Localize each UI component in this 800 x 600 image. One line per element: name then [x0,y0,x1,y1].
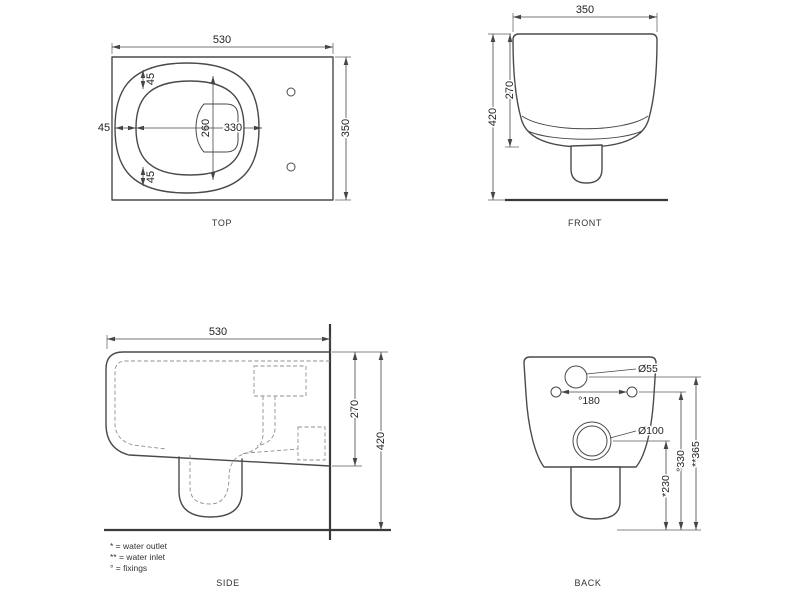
back-view-outlet-hole-outer [572,421,612,461]
dim-side-total-depth: 530 [106,325,331,349]
dim-top-inner-length: 330 [136,121,262,136]
dim-back-fixing-height: °330 [674,392,689,530]
dim-value: 45 [145,73,157,85]
dim-back-hole-small: Ø55 [585,362,660,377]
dim-side-bowl-height: 270 [332,351,388,467]
side-view-hidden-shell [114,360,330,450]
dim-value: 420 [487,108,499,126]
dim-top-total-width: 350 [335,56,354,201]
back-view: °180 Ø55 Ø100 *230 °330 **365 BACK [523,356,704,590]
back-view-body [523,356,657,468]
top-view: 530 350 45 45 45 260 330 TOP [96,33,354,230]
dim-value: 350 [340,119,352,137]
side-view-hidden-flush-channel-inner [256,396,276,447]
dim-value: °180 [578,395,600,407]
legend-water-inlet: ** = water inlet [110,552,166,562]
front-view-rim-curve-lower [527,130,643,140]
dim-back-outlet-height: *230 [659,441,674,530]
front-view-body [512,33,658,148]
top-view-fixing-hole-lower [286,162,296,172]
front-view: 350 270 420 FRONT [486,3,668,230]
side-view-trap-outline [178,456,243,518]
dim-value: *230 [660,475,672,497]
side-view-hidden-flush-channel-outer [240,396,264,455]
legend-fixings: ° = fixings [110,563,147,573]
side-view-hidden-outlet-duct [297,426,326,461]
back-view-fixing-hole-left [550,386,562,398]
view-label-side: SIDE [216,578,239,588]
dim-value: 530 [209,326,227,338]
back-view-fixing-hole-right [626,386,638,398]
back-view-outlet-pipe [570,466,621,520]
dim-side-total-height: 420 [374,352,389,530]
dim-top-rim-top: 45 [140,70,159,89]
dim-value: 270 [504,81,516,99]
dim-top-rim-left: 45 [96,121,136,136]
view-label-back: BACK [575,578,602,588]
leader-line [585,368,637,375]
dim-front-total-height: 420 [486,34,505,201]
back-view-outlet-hole-inner [576,425,608,457]
dim-value: Ø100 [638,425,664,437]
view-label-front: FRONT [568,218,602,228]
dim-top-rim-bottom: 45 [140,167,159,186]
dim-value: 420 [375,432,387,450]
top-view-fixing-hole-upper [286,87,296,97]
dim-value: 530 [213,34,231,46]
leader-line [609,430,637,439]
dim-back-inlet-height: **365 [689,377,704,530]
dim-value: 270 [349,400,361,418]
dim-value: 350 [576,4,594,16]
side-view-hidden-trap-s-bend [189,448,299,505]
front-view-outlet-pipe [570,144,603,184]
dim-value: **365 [690,441,702,467]
front-view-rim-curve-upper [521,115,649,130]
back-view-water-inlet-hole [564,365,588,389]
dim-top-total-length: 530 [111,33,334,54]
side-view-profile [105,351,331,467]
dim-value: Ø55 [638,363,658,375]
dim-back-fixing-spacing: °180 [561,389,627,409]
dim-value: °330 [675,450,687,472]
dim-value: 45 [145,171,157,183]
dim-back-hole-large: Ø100 [609,424,665,439]
dim-value: 330 [224,122,242,134]
side-view-hidden-inlet-box [253,365,307,397]
legend-water-outlet: * = water outlet [110,541,168,551]
view-label-top: TOP [212,218,232,228]
side-view: 530 270 420 * = water outlet ** = water … [104,324,391,590]
dim-value: 45 [98,122,110,134]
dim-front-width: 350 [512,3,658,32]
